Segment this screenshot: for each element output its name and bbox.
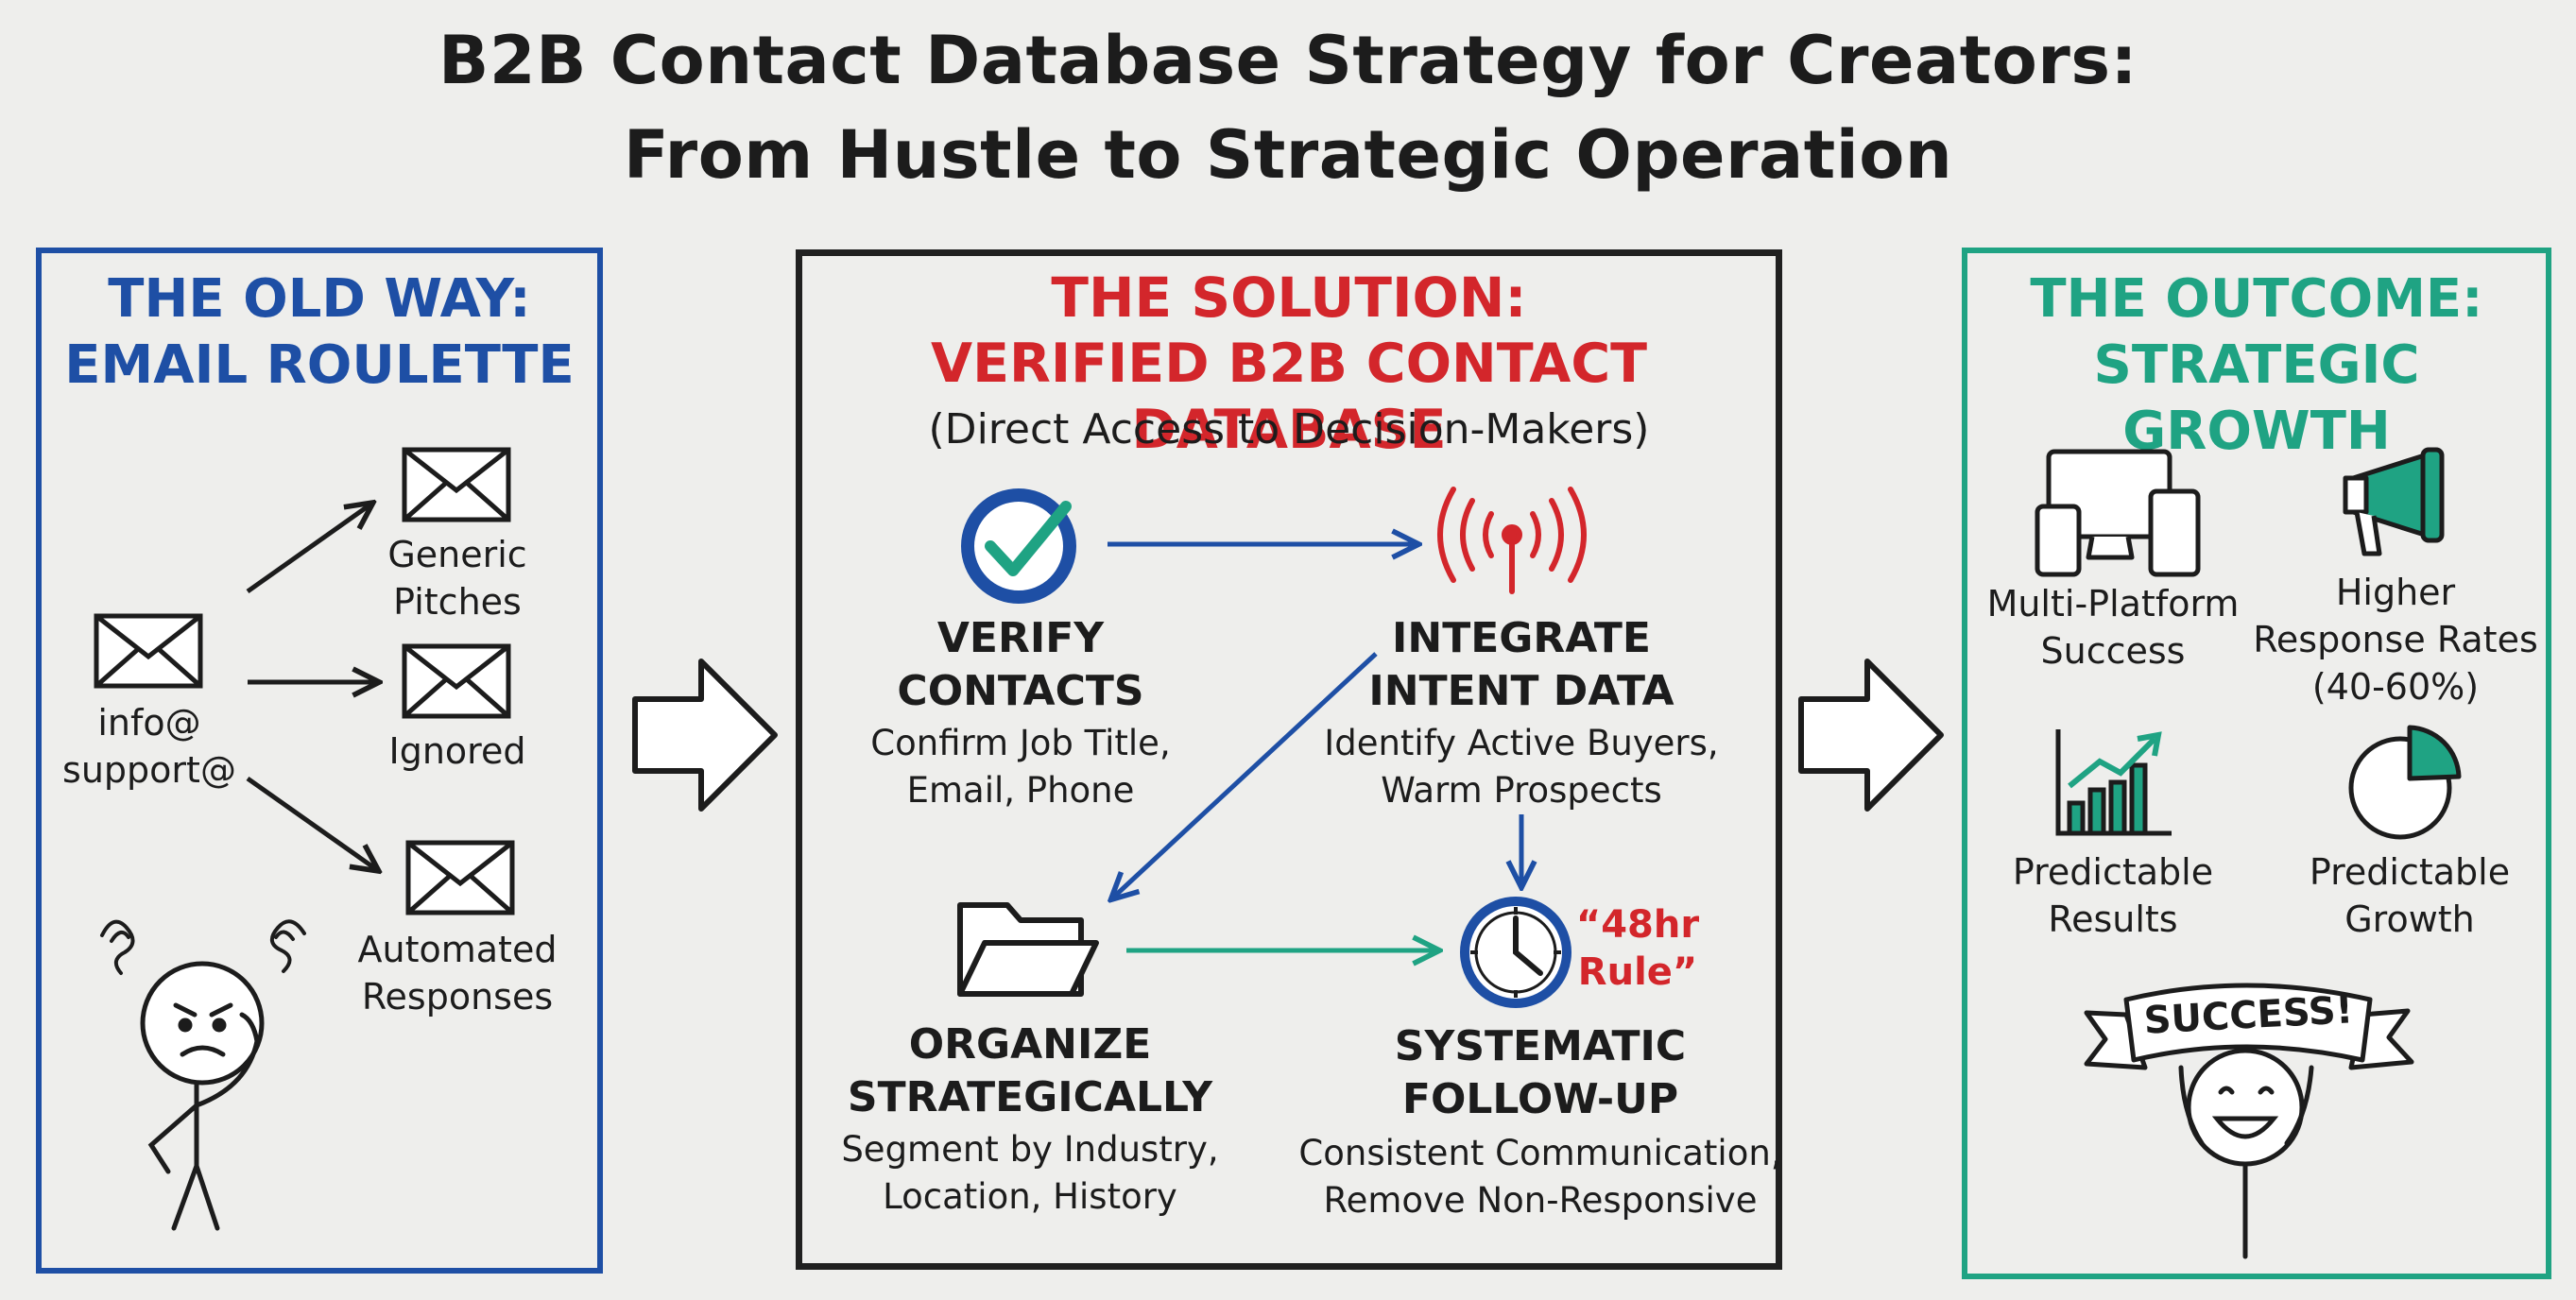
generic-address-label: info@ support@	[62, 702, 236, 791]
arrow-integrate-to-organize	[1113, 652, 1378, 898]
bar-chart-icon	[2055, 729, 2172, 836]
organize-strategically-title: ORGANIZE STRATEGICALLY	[847, 1020, 1213, 1121]
old-way-subheading: EMAIL ROULETTE	[64, 334, 575, 396]
ignored-label: Ignored	[388, 730, 526, 772]
systematic-followup-desc: Consistent Communication, Remove Non-Res…	[1298, 1133, 1782, 1221]
arrow-solution-to-outcome	[1798, 659, 1944, 812]
old-way-heading: THE OLD WAY:	[108, 268, 531, 330]
arrow-old-to-solution	[632, 659, 778, 812]
verify-contacts-desc: Confirm Job Title, Email, Phone	[870, 723, 1171, 811]
predictable-growth-label: Predictable Growth	[2309, 851, 2511, 940]
solution-heading: THE SOLUTION:	[1051, 265, 1527, 330]
signal-antenna-icon	[1437, 487, 1587, 594]
source-envelope-icon	[94, 613, 203, 689]
systematic-followup-title: SYSTEMATIC FOLLOW-UP	[1394, 1022, 1687, 1123]
clock-icon	[1460, 897, 1571, 1008]
organize-strategically-desc: Segment by Industry, Location, History	[841, 1129, 1219, 1217]
old-way-panel	[36, 248, 603, 1274]
solution-subheading: VERIFIED B2B CONTACT DATABASE	[930, 333, 1648, 461]
verify-contacts-title: VERIFY CONTACTS	[897, 614, 1144, 715]
automated-envelope-icon	[405, 840, 515, 915]
48hr-rule-note: “48hr Rule”	[1575, 903, 1700, 994]
page-title: B2B Contact Database Strategy for Creato…	[438, 22, 2138, 99]
happy-person-icon	[2178, 1048, 2314, 1259]
automated-responses-label: Automated Responses	[357, 929, 558, 1018]
multi-platform-label: Multi-Platform Success	[1986, 583, 2240, 672]
generic-pitches-label: Generic Pitches	[387, 534, 527, 623]
devices-icon	[2035, 449, 2201, 577]
outcome-panel	[1962, 248, 2551, 1279]
outcome-heading: THE OUTCOME:	[2030, 268, 2483, 330]
check-circle-icon	[961, 488, 1076, 604]
response-rates-label: Higher Response Rates (40-60%)	[2253, 572, 2538, 708]
folder-icon	[957, 902, 1099, 997]
integrate-intent-desc: Identify Active Buyers, Warm Prospects	[1324, 723, 1719, 811]
page-subtitle: From Hustle to Strategic Operation	[623, 116, 1953, 194]
megaphone-icon	[2343, 447, 2445, 556]
solution-tagline: (Direct Access to Decision-Makers)	[928, 405, 1650, 453]
success-banner-icon	[2084, 983, 2414, 1070]
arrow-to-automated	[246, 776, 376, 869]
pie-chart-icon	[2348, 725, 2462, 840]
predictable-results-label: Predictable Results	[2012, 851, 2214, 940]
solution-panel	[796, 249, 1782, 1270]
integrate-intent-title: INTEGRATE INTENT DATA	[1368, 614, 1674, 715]
generic-pitches-envelope-icon	[402, 447, 511, 522]
ignored-envelope-icon	[402, 643, 511, 719]
arrow-to-generic	[246, 505, 370, 594]
frustrated-person-icon	[100, 919, 306, 1231]
